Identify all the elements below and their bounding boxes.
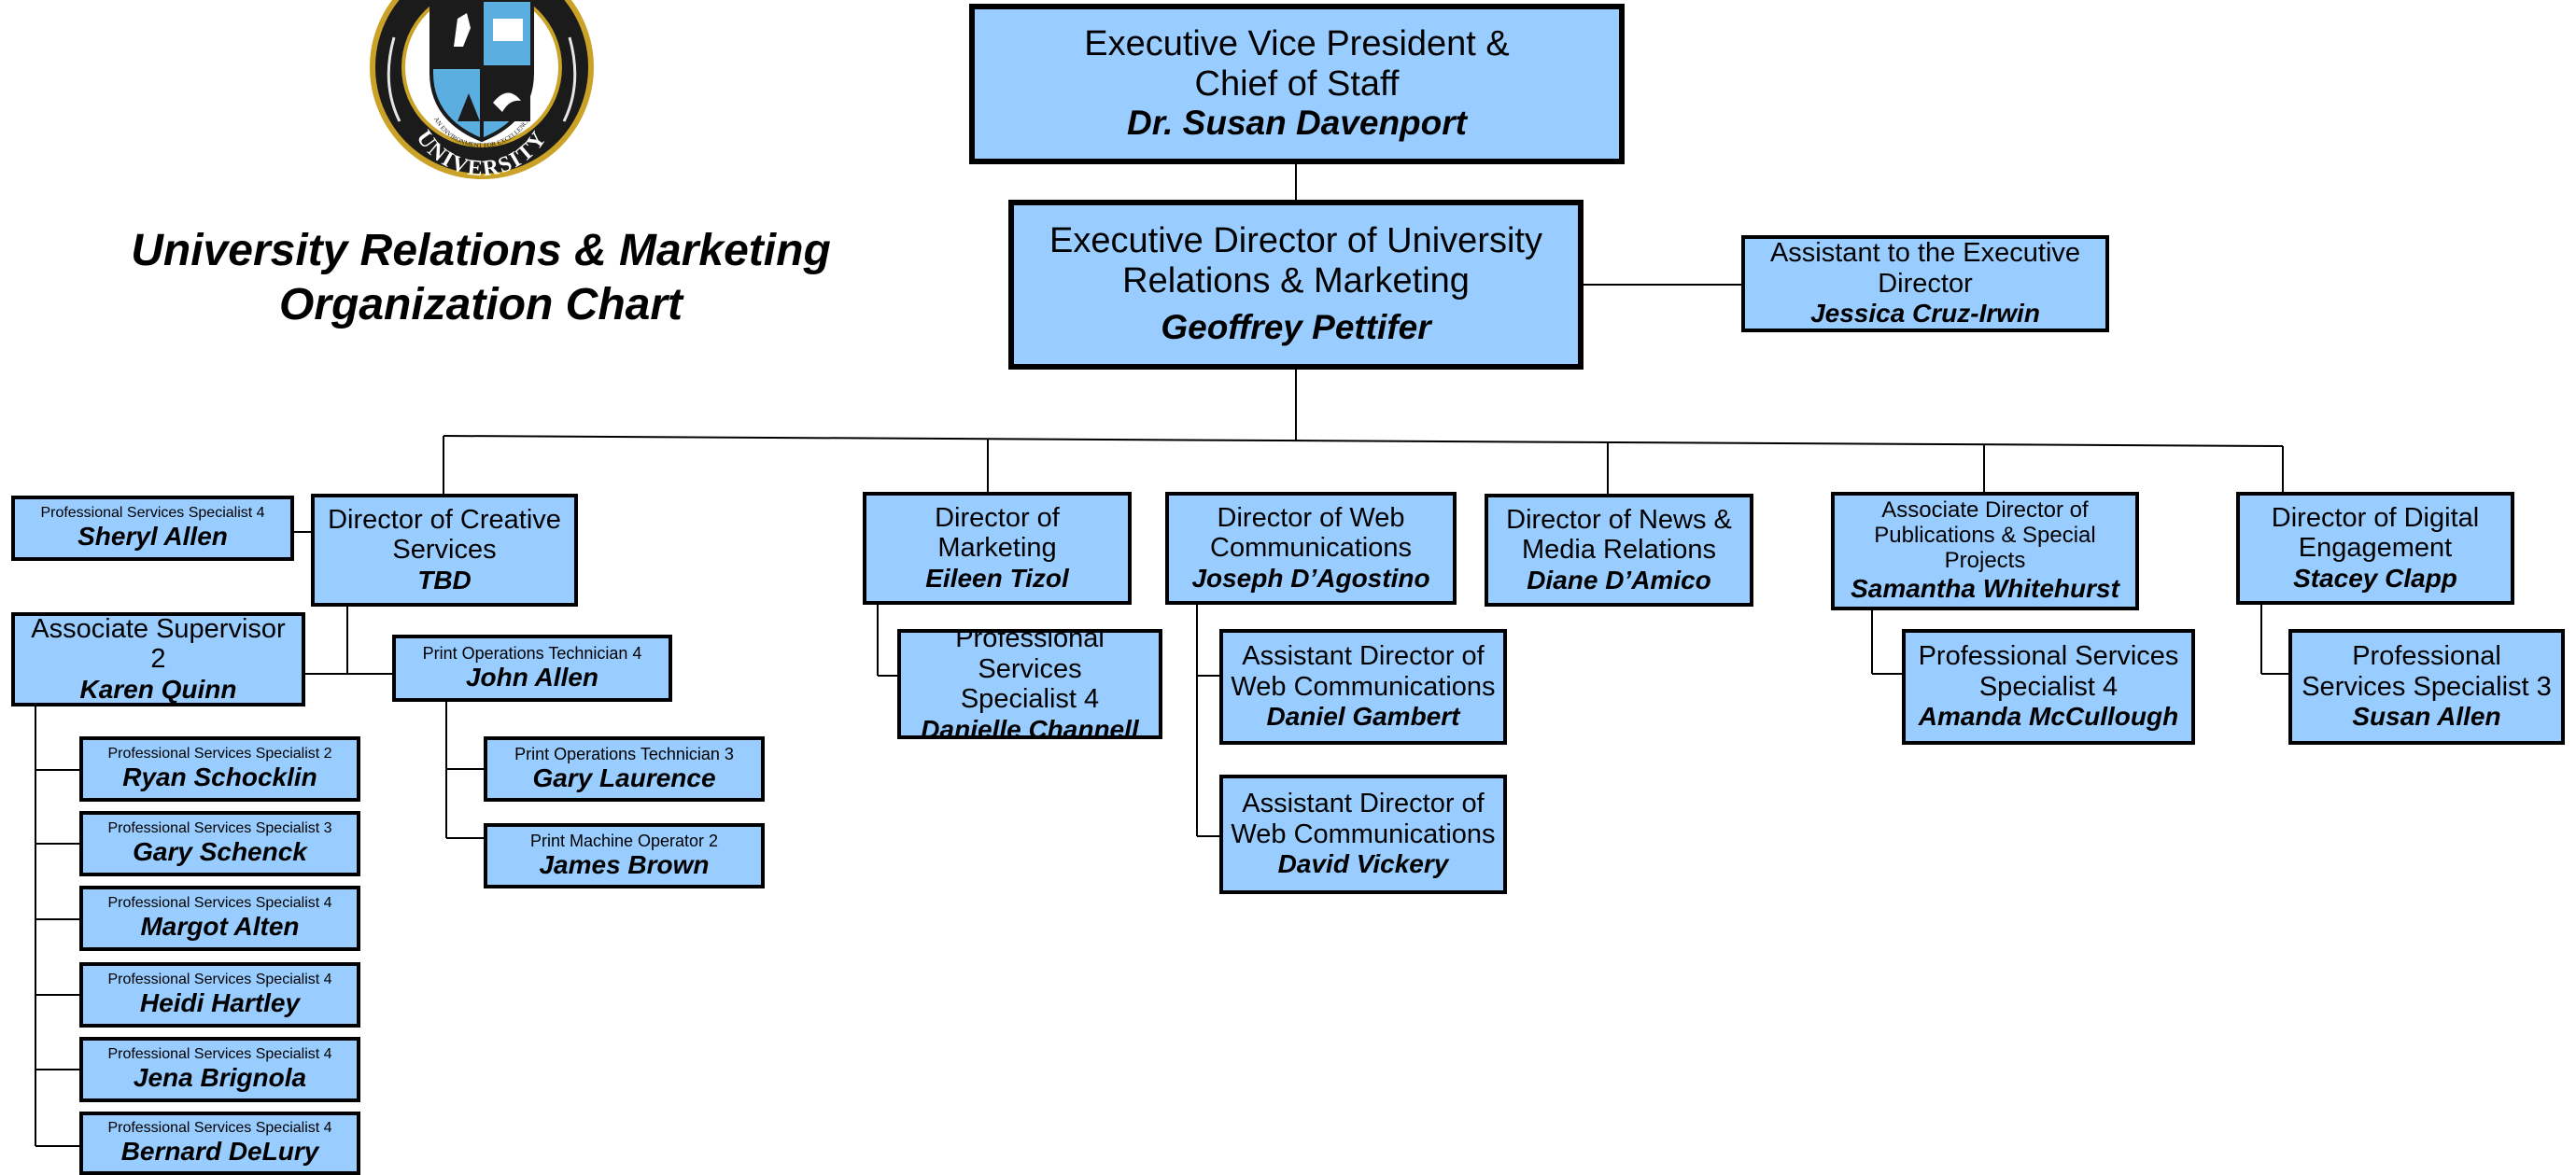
box-title-line1: Associate Director of [1881, 497, 2089, 524]
box-title-line1: Assistant Director of [1242, 641, 1485, 672]
box-title: Associate Supervisor 2 [31, 613, 286, 675]
box-title-line1: Assistant Director of [1242, 789, 1485, 819]
box-name: Diane D’Amico [1527, 565, 1711, 594]
box-name: Jena Brignola [133, 1062, 307, 1092]
box-marketing-pss4: Professional Services Specialist 4 Danie… [897, 629, 1162, 739]
box-title-line2: Specialist 4 [960, 684, 1100, 715]
university-seal-logo: UNIVERSITY AN ENVIRONMENT FOR EXCELLENCE [370, 0, 594, 181]
box-name: Gary Laurence [532, 762, 716, 792]
box-title-line2: Services Specialist 3 [2302, 671, 2552, 702]
box-name: David Vickery [1277, 849, 1449, 879]
box-assistant-exec: Assistant to the Executive Director Jess… [1741, 235, 2109, 332]
box-name: Daniel Gambert [1266, 702, 1460, 732]
chart-title: University Relations & Marketing Organiz… [93, 224, 868, 332]
box-print-tech4: Print Operations Technician 4 John Allen [392, 635, 672, 702]
box-print-operator2: Print Machine Operator 2 James Brown [484, 823, 765, 888]
box-name: John Allen [465, 662, 599, 692]
box-title-line1: Director of Digital [2271, 502, 2480, 533]
box-name: Joseph D’Agostino [1191, 563, 1430, 593]
box-assoc-supervisor: Associate Supervisor 2 Karen Quinn [11, 612, 305, 706]
box-title: Professional Services Specialist 3 [107, 819, 332, 836]
box-name: Ryan Schocklin [122, 762, 317, 791]
box-title-line1: Professional Services [955, 629, 1105, 684]
box-name: Gary Schenck [133, 836, 307, 866]
box-title: Print Machine Operator 2 [529, 831, 719, 850]
box-title-line1: Executive Vice President & [1084, 24, 1510, 64]
box-director-publications: Associate Director of Publications & Spe… [1831, 492, 2139, 610]
box-director-digital: Director of Digital Engagement Stacey Cl… [2236, 492, 2514, 605]
box-evp: Executive Vice President & Chief of Staf… [969, 4, 1625, 164]
box-name: Margot Alten [140, 911, 300, 941]
box-title-line2: Media Relations [1522, 535, 1716, 566]
box-name: Sheryl Allen [77, 521, 228, 551]
box-staff-margot: Professional Services Specialist 4 Margo… [79, 886, 360, 951]
box-director-news: Director of News & Media Relations Diane… [1485, 494, 1753, 607]
box-name: Dr. Susan Davenport [1127, 104, 1467, 143]
box-digital-pss3: Professional Services Specialist 3 Susan… [2288, 629, 2565, 745]
box-title-line2: Relations & Marketing [1122, 260, 1470, 301]
box-web-asst2: Assistant Director of Web Communications… [1219, 775, 1507, 894]
box-name: Eileen Tizol [925, 563, 1069, 593]
box-name: Danielle Channell [921, 714, 1139, 739]
box-title: Print Operations Technician 3 [514, 744, 734, 763]
connector-director-bus [443, 435, 2284, 447]
box-staff-jena: Professional Services Specialist 4 Jena … [79, 1037, 360, 1102]
box-staff-gary: Professional Services Specialist 3 Gary … [79, 811, 360, 876]
box-title-line1: Professional [2352, 641, 2501, 672]
box-name: Bernard DeLury [120, 1136, 319, 1166]
box-name: Karen Quinn [79, 674, 237, 704]
box-title-line1: Executive Director of University [1049, 221, 1542, 261]
box-title-line2: Web Communications [1231, 671, 1496, 702]
box-title-line1: Director of Creative [328, 504, 561, 535]
box-name: TBD [417, 565, 472, 594]
box-staff-heidi: Professional Services Specialist 4 Heidi… [79, 962, 360, 1028]
box-title: Professional Services Specialist 4 [107, 1119, 332, 1136]
box-director-creative: Director of Creative Services TBD [311, 494, 578, 607]
box-title-line2: Marketing [937, 533, 1057, 564]
box-exec-director: Executive Director of University Relatio… [1008, 200, 1584, 370]
box-title: Professional Services Specialist 4 [107, 971, 332, 987]
box-title-line2: Director [1878, 268, 1973, 299]
box-name: Jessica Cruz-Irwin [1810, 299, 2040, 329]
box-title: Professional Services Specialist 4 [107, 894, 332, 911]
box-title: Print Operations Technician 4 [422, 643, 642, 663]
chart-title-line1: University Relations & Marketing [131, 226, 831, 275]
box-title-line2: Specialist 4 [1978, 671, 2119, 702]
box-title: Professional Services Specialist 4 [40, 504, 265, 521]
box-name: Heidi Hartley [139, 987, 301, 1017]
box-name: Geoffrey Pettifer [1161, 308, 1431, 347]
box-publications-pss4: Professional Services Specialist 4 Amand… [1902, 629, 2195, 745]
box-staff-ryan: Professional Services Specialist 2 Ryan … [79, 736, 360, 802]
box-title-line1: Director of News & [1506, 504, 1732, 535]
box-title-line2: Engagement [2298, 533, 2453, 564]
box-name: Amanda McCullough [1918, 702, 2179, 732]
box-title-line2: Web Communications [1231, 818, 1496, 849]
box-title: Professional Services Specialist 2 [107, 745, 332, 762]
box-title-line2: Publications & Special [1874, 522, 2096, 548]
box-title-line2: Communications [1210, 533, 1412, 564]
box-title-line1: Assistant to the Executive [1769, 238, 2081, 269]
box-title-line2: Chief of Staff [1194, 63, 1400, 104]
box-director-marketing: Director of Marketing Eileen Tizol [863, 492, 1132, 605]
box-name: James Brown [539, 849, 710, 879]
box-title-line3: Projects [1944, 547, 2026, 573]
box-print-tech3: Print Operations Technician 3 Gary Laure… [484, 736, 765, 802]
box-pss4-sheryl: Professional Services Specialist 4 Shery… [11, 496, 294, 561]
box-director-web: Director of Web Communications Joseph D’… [1165, 492, 1457, 605]
box-title-line1: Professional Services [1918, 641, 2179, 672]
box-name: Susan Allen [2352, 702, 2501, 732]
box-title-line1: Director of Web [1217, 502, 1405, 533]
box-name: Samantha Whitehurst [1851, 573, 2119, 603]
box-name: Stacey Clapp [2293, 563, 2457, 593]
box-staff-bernard: Professional Services Specialist 4 Berna… [79, 1112, 360, 1175]
box-title-line2: Services [392, 535, 497, 566]
chart-title-line2: Organization Chart [278, 280, 683, 329]
box-title: Professional Services Specialist 4 [107, 1045, 332, 1062]
box-web-asst1: Assistant Director of Web Communications… [1219, 629, 1507, 745]
box-title-line1: Director of [935, 502, 1060, 533]
